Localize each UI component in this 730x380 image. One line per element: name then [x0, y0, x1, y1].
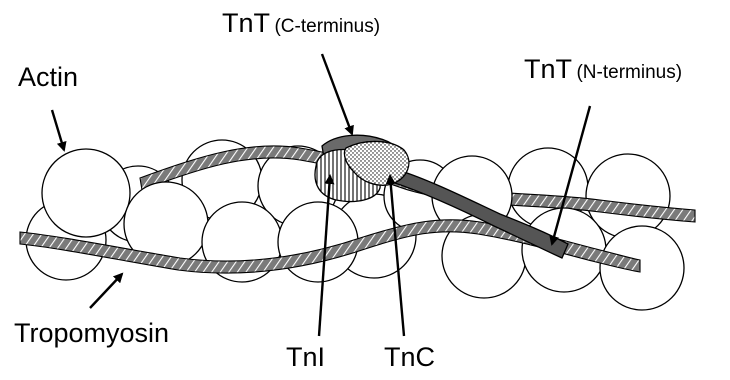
actin-monomer	[600, 226, 684, 310]
tnt-n-terminus-label: TnT (N-terminus)	[524, 54, 682, 85]
tnt-c-suffix: (C-terminus)	[274, 16, 380, 37]
actin-arrow	[52, 110, 64, 150]
tnt-c-name: TnT	[222, 8, 270, 38]
tropomyosin-label: Tropomyosin	[14, 318, 169, 349]
tnc-label: TnC	[384, 342, 435, 373]
tnt-c-terminus-label: TnT (C-terminus)	[222, 8, 380, 39]
tropomyosin-arrow	[90, 274, 122, 308]
tni-label: TnI	[286, 342, 325, 373]
tnt-c-terminus-arrow	[322, 54, 352, 134]
actin-monomer	[42, 149, 130, 237]
actin-label: Actin	[18, 62, 78, 93]
tnt-n-suffix: (N-terminus)	[576, 62, 682, 83]
tnt-n-name: TnT	[524, 54, 572, 84]
